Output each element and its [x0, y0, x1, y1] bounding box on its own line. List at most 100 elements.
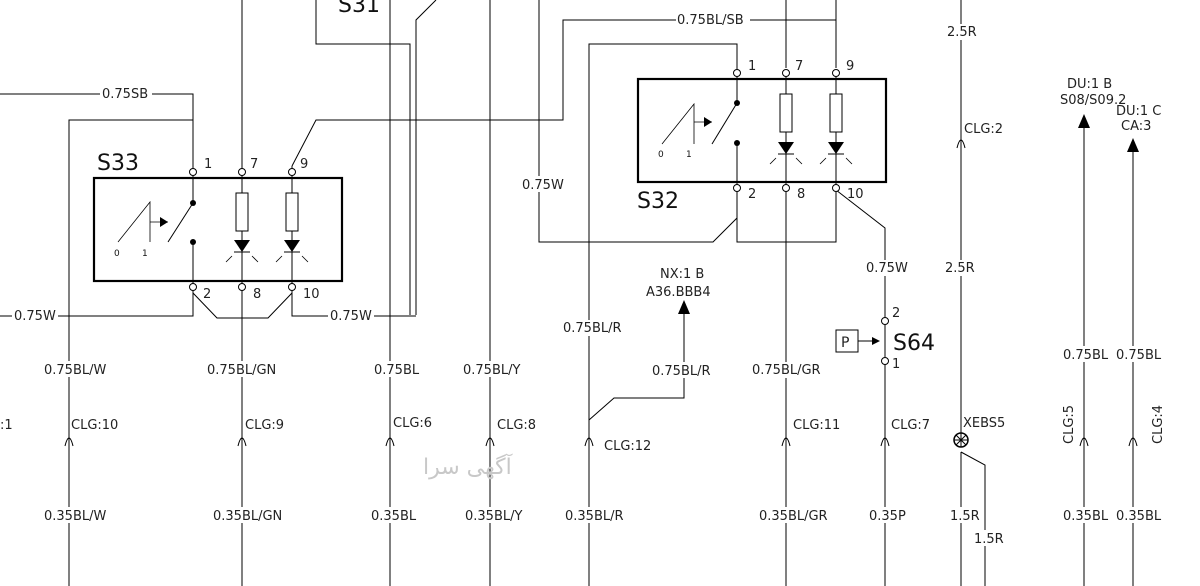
connector-symbols — [64, 114, 1139, 448]
s64-label: S64 — [893, 331, 935, 356]
wire-label-075blsb: 0.75BL/SB — [677, 13, 744, 28]
connector-labels: :1 CLG:10 CLG:9 CLG:6 CLG:8 CLG:12 CLG:1… — [0, 122, 1166, 454]
clg2-symbol — [956, 139, 966, 149]
connector-label-edge: :1 — [0, 418, 13, 433]
wire-label-bot-bl: 0.35BL — [371, 509, 417, 524]
wire-labels: 0.75SB 0.75W 0.75W 0.75BL/SB 0.75W 0.75W… — [14, 13, 1162, 547]
clg4-symbol — [1128, 437, 1138, 447]
s33-box — [92, 176, 344, 283]
wire-label-075w-mid: 0.75W — [330, 309, 372, 324]
wire-label-bot-blgn: 0.35BL/GN — [213, 509, 282, 524]
wire-label-25r-mid: 2.5R — [945, 261, 975, 276]
wire-label-top-du2: 0.75BL — [1116, 348, 1162, 363]
clg11-symbol — [781, 437, 791, 447]
s33-pin-7-label: 7 — [250, 157, 258, 172]
s33-pin-2 — [189, 283, 197, 291]
s33-pin-8-label: 8 — [253, 287, 261, 302]
s32-pos-1: 1 — [686, 150, 692, 160]
wire-label-bot-du1: 0.35BL — [1063, 509, 1109, 524]
s33-pos-1: 1 — [142, 249, 148, 259]
wire-label-075w-s32: 0.75W — [522, 178, 564, 193]
pin-numbers: 1 7 9 2 8 10 1 7 9 2 8 10 2 1 — [203, 59, 900, 372]
du2-arrow-icon — [1127, 138, 1139, 152]
wire-label-bot-blw: 0.35BL/W — [44, 509, 106, 524]
connector-label-clg8: CLG:8 — [497, 418, 536, 433]
wire-label-075w-left: 0.75W — [14, 309, 56, 324]
s32-pin-8-label: 8 — [797, 187, 805, 202]
reference-labels: NX:1 B A36.BBB4 DU:1 B S08/S09.2 DU:1 C … — [646, 77, 1161, 300]
connector-label-clg12: CLG:12 — [604, 439, 651, 454]
wire-label-075blr-right: 0.75BL/R — [652, 364, 711, 379]
s32-pin-2 — [733, 184, 741, 192]
wire-label-25r-top: 2.5R — [947, 25, 977, 40]
wire-label-bot-du2: 0.35BL — [1116, 509, 1162, 524]
s32-pin-8 — [782, 184, 790, 192]
connector-label-clg10: CLG:10 — [71, 418, 118, 433]
du1-arrow-icon — [1078, 114, 1090, 128]
wire-label-top-blw: 0.75BL/W — [44, 363, 106, 378]
connector-label-clg7: CLG:7 — [891, 418, 930, 433]
pins — [189, 69, 889, 365]
s33-pin-10 — [288, 283, 296, 291]
nx-arrow-icon — [678, 300, 690, 314]
wire-label-bot-blgr: 0.35BL/GR — [759, 509, 828, 524]
clg7-symbol — [880, 437, 890, 447]
s64-p-label: P — [841, 335, 849, 351]
s32-resistor-2 — [829, 93, 843, 133]
s32-pin-2-label: 2 — [748, 187, 756, 202]
s31-label: S31 — [338, 0, 380, 18]
wire-label-bot-15r: 1.5R — [950, 509, 980, 524]
s32-switch-contact — [711, 102, 738, 145]
switch-s33: 0 1 — [92, 166, 344, 293]
wire-label-top-du1: 0.75BL — [1063, 348, 1109, 363]
ref-du2-line1: DU:1 C — [1116, 104, 1161, 119]
s32-led-1-icon — [778, 142, 794, 154]
clg6-symbol — [385, 437, 395, 447]
ref-nx-line2: A36.BBB4 — [646, 285, 711, 300]
s32-pin-7 — [782, 69, 790, 77]
ref-du1-line1: DU:1 B — [1067, 77, 1112, 92]
wire-label-bot-p: 0.35P — [869, 509, 906, 524]
s33-label: S33 — [97, 151, 139, 176]
s33-resistor-2 — [285, 192, 299, 232]
clg8-symbol — [485, 437, 495, 447]
s32-pin-10-label: 10 — [847, 187, 864, 202]
s32-pin-1 — [733, 69, 741, 77]
switch-s64: P — [835, 325, 886, 357]
s33-pin-9-label: 9 — [300, 157, 308, 172]
s33-pin-2-label: 2 — [203, 287, 211, 302]
s33-resistor-1 — [235, 192, 249, 232]
clg9-symbol — [237, 437, 247, 447]
s32-led-2-icon — [828, 142, 844, 154]
ref-du1-line2: S08/S09.2 — [1060, 93, 1126, 108]
watermark: آگهی سرا — [423, 453, 513, 480]
s33-pin-9 — [288, 168, 296, 176]
clg10-symbol — [64, 437, 74, 447]
s64-pin-1-label: 1 — [892, 357, 900, 372]
component-labels: S31 S33 S32 S64 — [97, 0, 935, 356]
wire-label-top-bl: 0.75BL — [374, 363, 420, 378]
s64-arrow-icon — [872, 337, 880, 345]
s32-pin-7-label: 7 — [795, 59, 803, 74]
connector-label-clg11: CLG:11 — [793, 418, 840, 433]
s32-arrow-icon — [704, 117, 712, 127]
clg5-symbol — [1079, 437, 1089, 447]
s32-box — [636, 77, 888, 184]
connector-label-clg5: CLG:5 — [1062, 405, 1077, 444]
connector-label-xebs5: XEBS5 — [963, 416, 1005, 431]
s64-pin-1 — [881, 357, 889, 365]
s33-switch-contact — [167, 202, 194, 243]
s33-pin-1-label: 1 — [204, 157, 212, 172]
s64-pin-2 — [881, 317, 889, 325]
ref-du2-line2: CA:3 — [1121, 119, 1151, 134]
connector-label-clg2: CLG:2 — [964, 122, 1003, 137]
s32-label: S32 — [637, 189, 679, 214]
wire-label-top-bly: 0.75BL/Y — [463, 363, 520, 378]
wire-label-top-blgn: 0.75BL/GN — [207, 363, 276, 378]
wire-label-075w-s64: 0.75W — [866, 261, 908, 276]
connector-label-clg9: CLG:9 — [245, 418, 284, 433]
wires — [0, 0, 1134, 586]
connector-label-clg6: CLG:6 — [393, 416, 432, 431]
s32-pos-0: 0 — [658, 150, 664, 160]
